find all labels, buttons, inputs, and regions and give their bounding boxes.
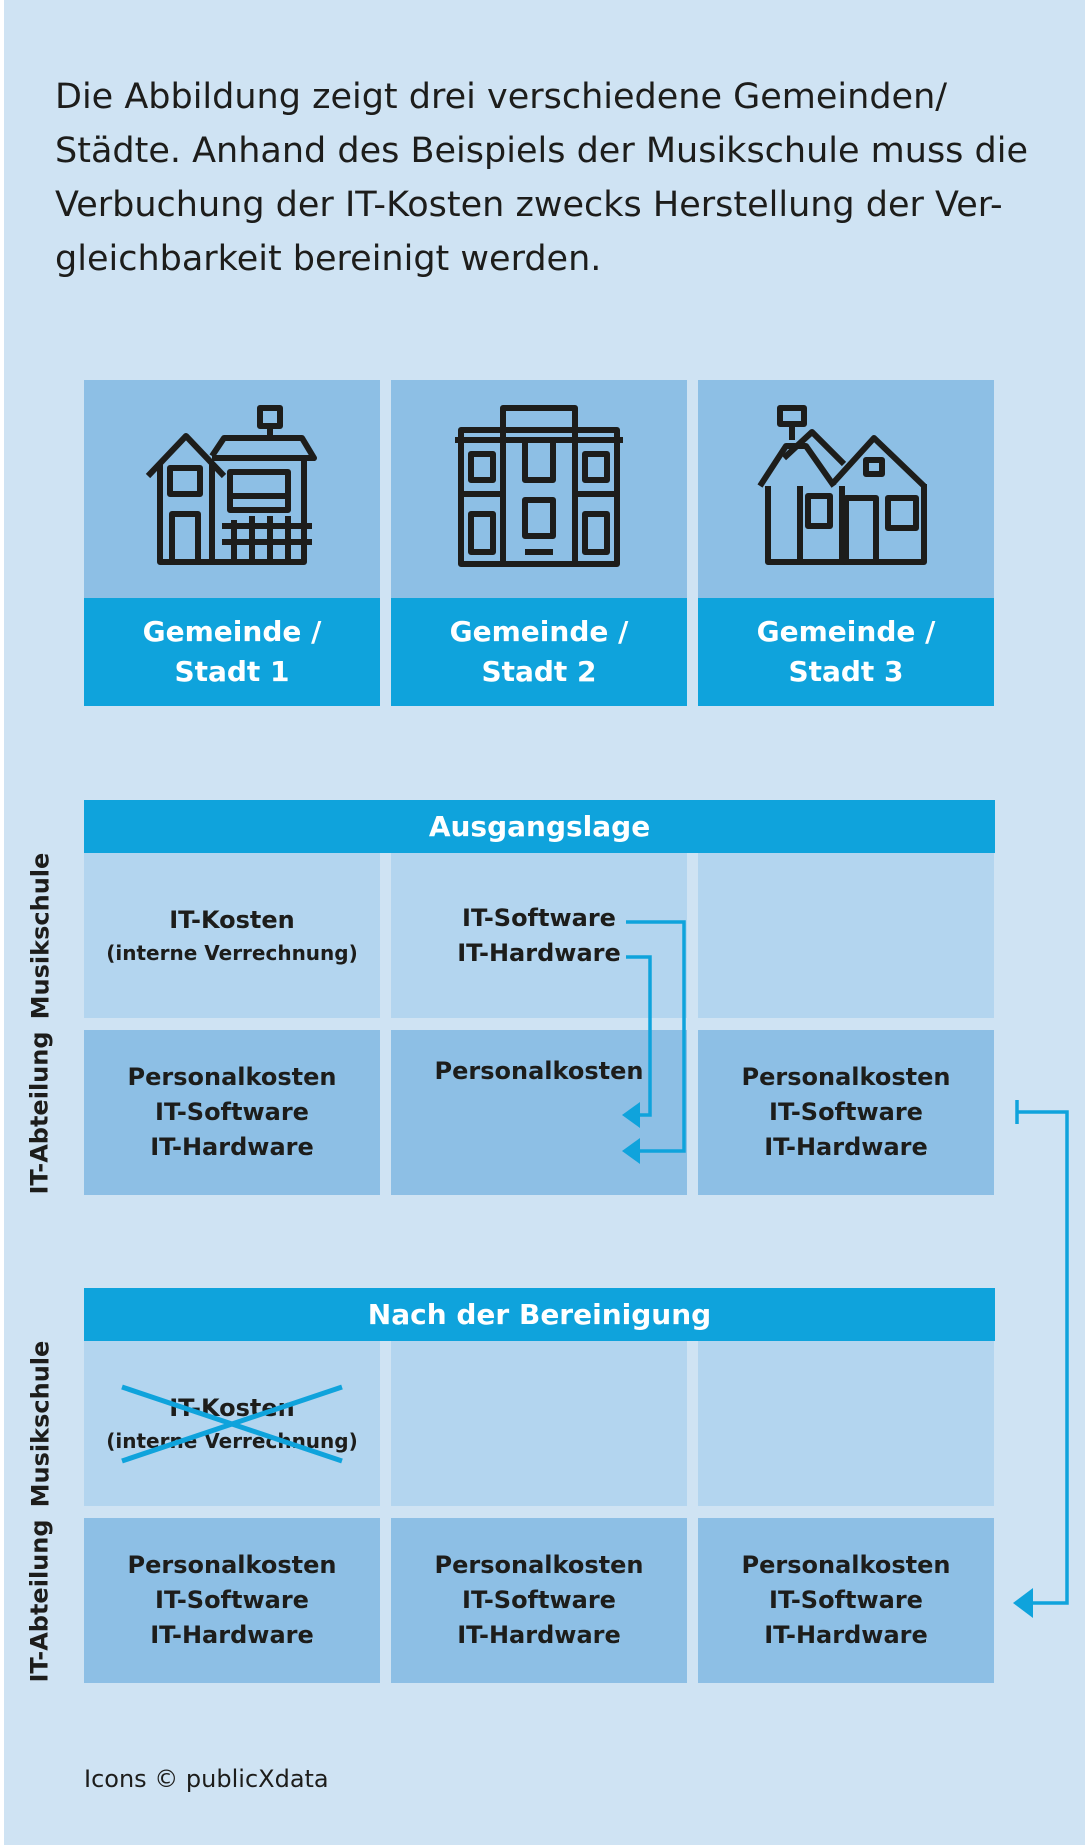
cell-line: IT-Hardware (150, 1621, 314, 1649)
intro-line: Verbuchung der IT-Kosten zwecks Herstell… (55, 185, 1003, 225)
row-label-text: IT-Abteilung (26, 1518, 55, 1683)
municipality-3-icon-cell (698, 380, 994, 598)
cross-out-mark (121, 1384, 343, 1464)
adjusted-it-cell-1: Personalkosten IT-Software IT-Hardware (84, 1518, 380, 1683)
cell-line: Personalkosten (434, 1551, 644, 1579)
house-icon (145, 405, 317, 565)
row-label-it-department: IT-Abteilung (18, 1518, 62, 1683)
row-label-music-school: Musikschule (18, 1340, 62, 1507)
adjusted-music-cell-3 (698, 1341, 994, 1506)
municipality-label-line: Gemeinde / (449, 615, 629, 648)
cell-line: IT-Hardware (150, 1133, 314, 1161)
cell-line: IT-Software (462, 1586, 616, 1614)
municipality-3-label: Gemeinde / Stadt 3 (698, 598, 994, 706)
cell-line: IT-Kosten (169, 906, 295, 934)
cottage-icon (757, 405, 927, 565)
adjusted-it-cell-2: Personalkosten IT-Software IT-Hardware (391, 1518, 687, 1683)
initial-it-cell-1: Personalkosten IT-Software IT-Hardware (84, 1030, 380, 1195)
initial-it-cell-2: Personalkosten (391, 1030, 687, 1195)
icon-credit: Icons © publicXdata (84, 1765, 329, 1793)
row-label-it-department: IT-Abteilung (18, 1030, 62, 1195)
municipality-1-icon-cell (84, 380, 380, 598)
cell-line: (interne Verrechnung) (106, 941, 358, 965)
row-label-text: Musikschule (26, 852, 55, 1019)
cell-line: Personalkosten (434, 1057, 644, 1085)
municipality-label-line: Stadt 3 (788, 655, 904, 688)
cell-line: IT-Hardware (457, 938, 621, 967)
cell-line: Personalkosten (741, 1063, 951, 1091)
cell-line: IT-Hardware (764, 1621, 928, 1649)
intro-line: gleichbarkeit bereinigt werden. (55, 239, 602, 279)
intro-line: Städte. Anhand des Beispiels der Musiksc… (55, 131, 1029, 171)
cell-line: IT-Software (155, 1098, 309, 1126)
adjusted-music-cell-1: IT-Kosten (interne Verrechnung) (84, 1341, 380, 1506)
municipality-label-line: Gemeinde / (756, 615, 936, 648)
cell-line: Personalkosten (741, 1551, 951, 1579)
section-title-adjusted: Nach der Bereinigung (84, 1288, 995, 1341)
municipality-label-line: Gemeinde / (142, 615, 322, 648)
initial-music-cell-1: IT-Kosten (interne Verrechnung) (84, 853, 380, 1018)
cell-line: IT-Hardware (764, 1133, 928, 1161)
apartment-building-icon (455, 405, 623, 567)
initial-music-cell-3 (698, 853, 994, 1018)
intro-text: Die Abbildung zeigt drei verschiedene Ge… (55, 70, 1029, 286)
adjusted-music-cell-2 (391, 1341, 687, 1506)
cell-line: Personalkosten (127, 1063, 337, 1091)
cell-line: Personalkosten (127, 1551, 337, 1579)
cell-line: IT-Software (155, 1586, 309, 1614)
row-label-music-school: Musikschule (18, 852, 62, 1019)
cell-line: IT-Software (769, 1098, 923, 1126)
row-label-text: IT-Abteilung (26, 1030, 55, 1195)
initial-it-cell-3: Personalkosten IT-Software IT-Hardware (698, 1030, 994, 1195)
municipality-2-icon-cell (391, 380, 687, 598)
cell-line: IT-Software (462, 903, 616, 932)
infographic-canvas: Die Abbildung zeigt drei verschiedene Ge… (4, 0, 1085, 1845)
municipality-1-label: Gemeinde / Stadt 1 (84, 598, 380, 706)
cell-line: IT-Hardware (457, 1621, 621, 1649)
initial-music-cell-2: IT-Software IT-Hardware (391, 853, 687, 1018)
municipality-label-line: Stadt 1 (174, 655, 290, 688)
intro-line: Die Abbildung zeigt drei verschiedene Ge… (55, 77, 948, 117)
cell-line: IT-Software (769, 1586, 923, 1614)
adjusted-it-cell-3: Personalkosten IT-Software IT-Hardware (698, 1518, 994, 1683)
cell-line: (interne Verrechnung) (106, 1429, 358, 1453)
section-title-initial: Ausgangslage (84, 800, 995, 853)
row-label-text: Musikschule (26, 1340, 55, 1507)
municipality-label-line: Stadt 2 (481, 655, 597, 688)
municipality-2-label: Gemeinde / Stadt 2 (391, 598, 687, 706)
